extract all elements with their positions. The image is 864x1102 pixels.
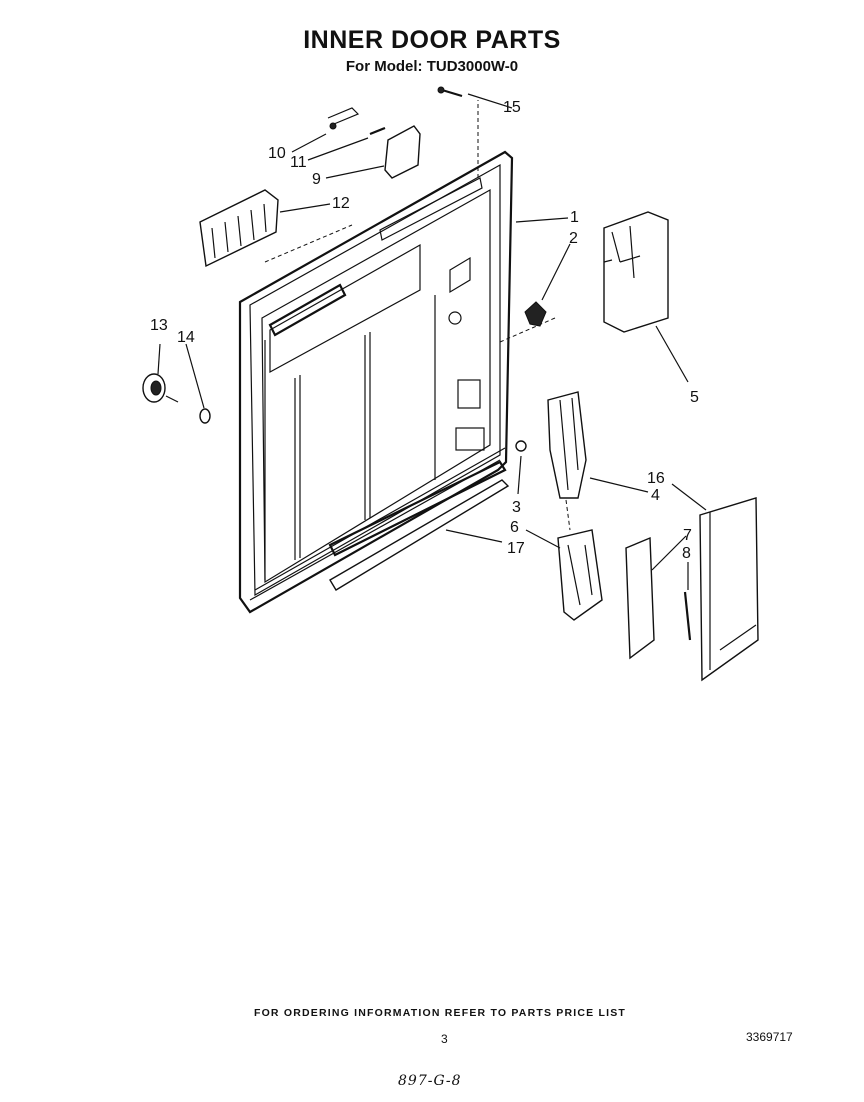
- callout-12: 12: [332, 195, 350, 212]
- callout-labels: 1 2 3 4 5 6 7 8 9 10 11 12 13 14 15 16 1…: [150, 99, 699, 562]
- clip-part-2: [524, 301, 547, 327]
- callout-15: 15: [503, 99, 521, 116]
- page-title: INNER DOOR PARTS: [303, 26, 561, 54]
- cover-part-9: [384, 125, 421, 179]
- callout-13: 13: [150, 317, 168, 334]
- ordering-note: FOR ORDERING INFORMATION REFER TO PARTS …: [253, 1007, 627, 1019]
- latch-base-part-6: [557, 529, 603, 621]
- knob-part-13: [142, 373, 179, 403]
- callout-14: 14: [177, 329, 195, 346]
- callout-6: 6: [510, 519, 519, 536]
- document-number: 3369717: [746, 1030, 793, 1044]
- inner-door-panel: [238, 100, 556, 614]
- callout-11: 11: [290, 154, 307, 171]
- screw-part-10: [327, 107, 360, 130]
- latch-part-4: [547, 391, 587, 531]
- strip-part-17: [329, 479, 510, 591]
- spring-part-8: [683, 591, 692, 641]
- callout-8: 8: [682, 545, 691, 562]
- nut-part-3: [515, 440, 527, 452]
- callout-3: 3: [512, 499, 521, 516]
- pin-part-11: [369, 126, 386, 136]
- grill-part-12: [199, 189, 279, 268]
- callout-9: 9: [312, 171, 321, 188]
- screw-part-15: [437, 86, 463, 98]
- callout-4: 4: [651, 487, 660, 504]
- callout-5: 5: [690, 389, 699, 406]
- panel-part-16: [699, 497, 759, 682]
- callout-10: 10: [268, 145, 286, 162]
- callout-2: 2: [569, 230, 578, 247]
- handwritten-code: 897-G-8: [398, 1073, 462, 1089]
- callout-1: 1: [570, 209, 579, 226]
- housing-part-5: [603, 211, 669, 333]
- callout-7: 7: [683, 527, 692, 544]
- page-number: 3: [441, 1032, 448, 1046]
- plate-part-7: [625, 536, 655, 660]
- leader-lines: [157, 93, 707, 590]
- washer-part-14: [199, 408, 211, 424]
- callout-17: 17: [507, 540, 525, 557]
- callout-16: 16: [647, 470, 665, 487]
- model-subtitle: For Model: TUD3000W-0: [345, 58, 519, 75]
